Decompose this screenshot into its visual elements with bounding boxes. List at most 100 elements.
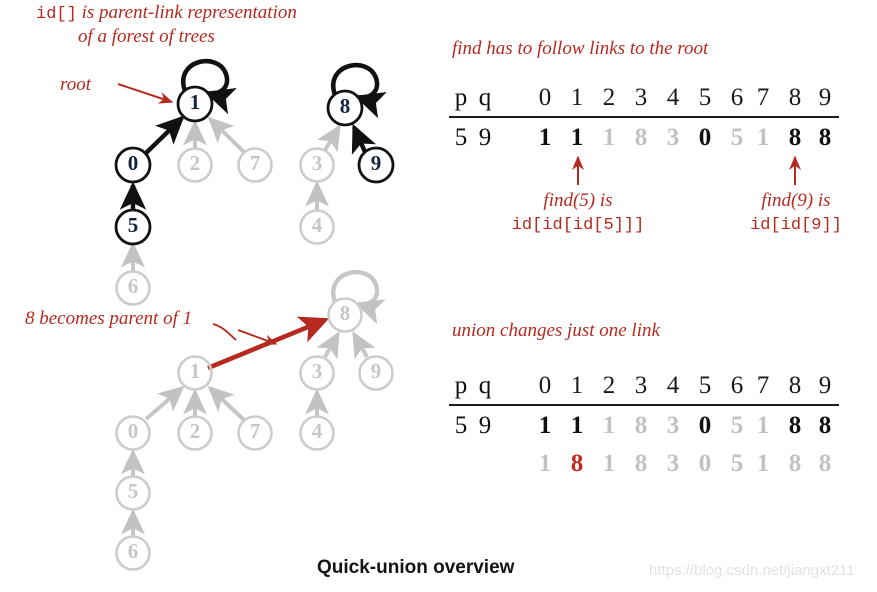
- root-label: root: [60, 74, 91, 95]
- figure-title-line1: id[] is parent-link representation: [36, 2, 297, 25]
- union-table-index-7: 7: [756, 372, 770, 399]
- node-9-bottom: [358, 355, 394, 391]
- union-heading: union changes just one link: [452, 320, 660, 341]
- node-0-top: [114, 146, 152, 184]
- edge-7-to-1-b: [207, 385, 246, 422]
- union-note-pointer-arrow: [237, 329, 278, 346]
- node-1-bottom: [177, 355, 213, 391]
- find-table-rule: [449, 116, 839, 118]
- find-table-index-2: 2: [602, 84, 616, 111]
- id-array-mono: id[]: [36, 5, 77, 24]
- node-7-bottom: [237, 415, 273, 451]
- edge-3-to-8: [317, 124, 341, 153]
- find-table-value-0: 1: [538, 124, 552, 151]
- node-5-bottom: [115, 475, 151, 511]
- find-table-index-1: 1: [570, 84, 584, 111]
- union-table-row0-value-7: 1: [756, 412, 770, 439]
- find-table-index-9: 9: [818, 84, 832, 111]
- find-table-value-6: 5: [730, 124, 744, 151]
- union-table-row0-value-1: 1: [570, 412, 584, 439]
- find-table-row-p: 5: [454, 124, 468, 151]
- edge-3-to-8-b: [316, 331, 340, 360]
- union-table-row0-value-4: 3: [666, 412, 680, 439]
- union-table-row1-value-6: 5: [730, 450, 744, 477]
- union-table-index-8: 8: [788, 372, 802, 399]
- find-table-index-5: 5: [698, 84, 712, 111]
- self-loop-1: [181, 58, 237, 115]
- union-table-header-q: q: [478, 372, 492, 399]
- union-table-row0-value-0: 1: [538, 412, 552, 439]
- union-table-row0-value-5: 0: [698, 412, 712, 439]
- find-table-header-q: q: [478, 84, 492, 111]
- node-3-top: [299, 147, 335, 183]
- find-table-header-p: p: [454, 84, 468, 111]
- node-6-top: [115, 270, 151, 306]
- union-table-row0-value-3: 8: [634, 412, 648, 439]
- find-table-value-8: 8: [788, 124, 802, 151]
- node-9-top: [357, 146, 395, 184]
- union-table-row1-value-3: 8: [634, 450, 648, 477]
- union-table-index-2: 2: [602, 372, 616, 399]
- union-table-row1-value-8: 8: [788, 450, 802, 477]
- edge-0-to-1-hl: [144, 115, 185, 155]
- union-table-row1-value-1: 8: [570, 450, 584, 477]
- find-table-value-4: 3: [666, 124, 680, 151]
- union-table-index-9: 9: [818, 372, 832, 399]
- edge-9-to-8-b: [352, 331, 376, 360]
- node-4-bottom: [299, 415, 335, 451]
- edge-7-to-1: [207, 116, 246, 154]
- figure-title-line2: of a forest of trees: [78, 26, 215, 47]
- union-table-row1-value-2: 1: [602, 450, 616, 477]
- union-table-index-6: 6: [730, 372, 744, 399]
- find-table-value-9: 8: [818, 124, 832, 151]
- union-table-index-4: 4: [666, 372, 680, 399]
- union-table-index-0: 0: [538, 372, 552, 399]
- node-3-bottom: [299, 355, 335, 391]
- find-table-value-5: 0: [698, 124, 712, 151]
- find9-caption-line2: id[id[9]]: [750, 216, 842, 235]
- union-table-index-1: 1: [570, 372, 584, 399]
- find-table-index-7: 7: [756, 84, 770, 111]
- find-table-index-0: 0: [538, 84, 552, 111]
- figure-title-line1-rest: is parent-link representation: [76, 2, 297, 23]
- node-8-top: [326, 89, 364, 127]
- node-7-top: [237, 147, 273, 183]
- figure-caption: Quick-union overview: [317, 557, 515, 578]
- find-table-index-3: 3: [634, 84, 648, 111]
- union-table-index-5: 5: [698, 372, 712, 399]
- union-table-rule: [449, 404, 839, 406]
- find-heading: find has to follow links to the root: [452, 38, 709, 59]
- node-4-top: [299, 209, 335, 245]
- union-table-row1-value-9: 8: [818, 450, 832, 477]
- union-table-row0-q: 9: [478, 412, 492, 439]
- union-table-header-p: p: [454, 372, 468, 399]
- union-table-row0-value-2: 1: [602, 412, 616, 439]
- union-table-row1-value-7: 1: [756, 450, 770, 477]
- find5-caption-line1: find(5) is: [543, 190, 613, 211]
- self-loop-8: [331, 62, 387, 119]
- find-table-value-3: 8: [634, 124, 648, 151]
- node-6-bottom: [115, 535, 151, 571]
- find-table-value-1: 1: [570, 124, 584, 151]
- find-table-value-7: 1: [756, 124, 770, 151]
- union-note-pointer: [212, 323, 237, 341]
- find-table-value-2: 1: [602, 124, 616, 151]
- node-5-top: [114, 208, 152, 246]
- node-2-top: [177, 147, 213, 183]
- union-table-row0-value-8: 8: [788, 412, 802, 439]
- forest-top-edges: [114, 58, 395, 306]
- union-table-row0-value-6: 5: [730, 412, 744, 439]
- union-table-row1-value-4: 3: [666, 450, 680, 477]
- self-loop-8-b: [331, 269, 386, 325]
- find-table-index-8: 8: [788, 84, 802, 111]
- find-table-index-4: 4: [666, 84, 680, 111]
- root-pointer-arrow: [117, 83, 174, 104]
- find-table-row-q: 9: [478, 124, 492, 151]
- node-0-bottom: [115, 415, 151, 451]
- node-8-bottom: [327, 297, 363, 333]
- node-2-bottom: [177, 415, 213, 451]
